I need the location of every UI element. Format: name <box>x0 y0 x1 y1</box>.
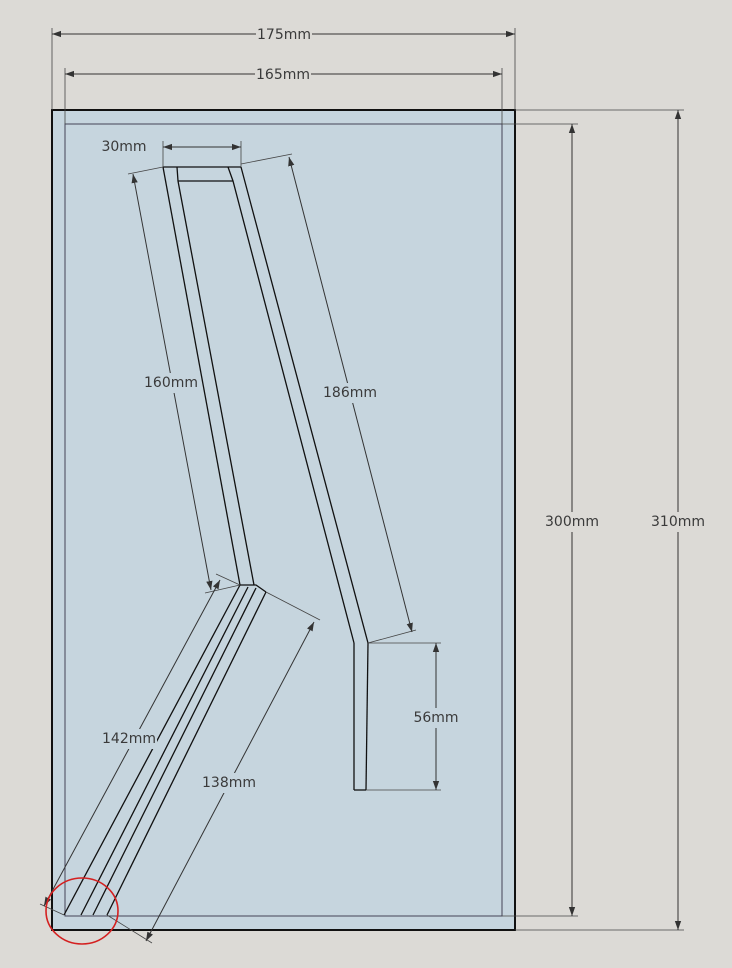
dim-label-slot-width: 30mm <box>101 139 146 155</box>
label-bg-142 <box>101 729 157 749</box>
dim-label-lower-left: 142mm <box>102 731 156 747</box>
ext-line-138-top <box>265 591 321 621</box>
label-bg-186 <box>322 383 378 403</box>
dim-label-inner-width: 165mm <box>256 67 310 83</box>
ext-line-160-top <box>127 166 164 175</box>
dim-label-lower-right: 138mm <box>202 775 256 791</box>
label-bg-138 <box>201 773 257 793</box>
dim-label-inner-height: 300mm <box>545 514 599 530</box>
ext-line-138-bottom <box>106 914 153 944</box>
dim-label-outer-width: 175mm <box>257 27 311 43</box>
ext-line-186-top <box>240 153 293 165</box>
slot-joint <box>240 584 267 593</box>
dim-label-upper-right: 186mm <box>323 385 377 401</box>
label-bg-300 <box>543 512 601 532</box>
dim-label-upper-left: 160mm <box>144 375 198 391</box>
dim-label-vertical-slot: 56mm <box>413 710 458 726</box>
label-bg-56 <box>411 708 461 728</box>
ext-line-142-top <box>215 573 241 586</box>
label-bg-175 <box>256 25 312 43</box>
highlight-circle <box>45 877 119 945</box>
label-bg-310 <box>648 512 708 532</box>
slot-vertical-right <box>365 642 369 791</box>
label-bg-165 <box>255 65 311 83</box>
label-bg-160 <box>143 373 199 393</box>
dim-label-outer-height: 310mm <box>651 514 705 530</box>
ext-line-186-bottom <box>367 629 417 644</box>
